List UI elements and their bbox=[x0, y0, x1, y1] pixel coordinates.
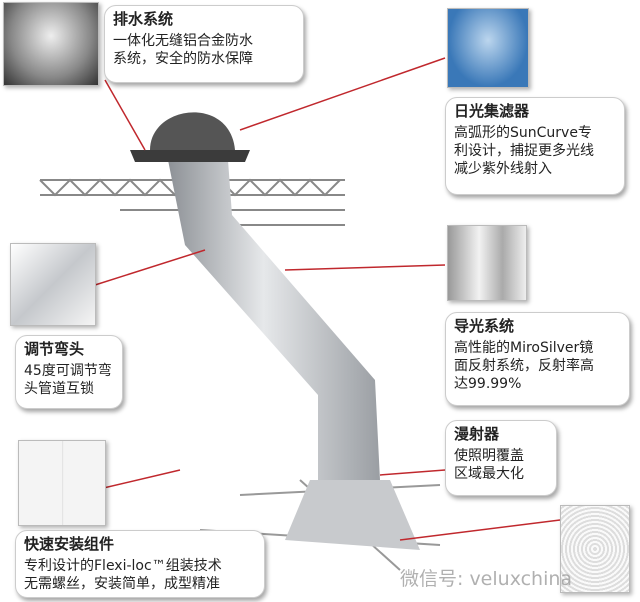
diffuser-thumbnail bbox=[560, 505, 630, 593]
leader-lines bbox=[94, 57, 561, 541]
callout-adjustable-elbow: 调节弯头 45度可调节弯 头管道互锁 bbox=[15, 335, 123, 409]
callout-desc: 高弧形的SunCurve专 利设计，捕捉更多光线 减少紫外线射入 bbox=[454, 124, 594, 177]
elbow-thumbnail bbox=[10, 243, 96, 326]
roof-flashing bbox=[130, 150, 250, 162]
sunlight-collector-thumbnail bbox=[447, 8, 529, 88]
callout-title: 日光集滤器 bbox=[454, 102, 530, 120]
watermark: 微信号: veluxchina bbox=[400, 568, 573, 590]
callout-title: 调节弯头 bbox=[24, 340, 85, 358]
callout-light-guide-system: 导光系统 高性能的MiroSilver镜 面反射系统，反射率高 达99.99% bbox=[445, 312, 630, 406]
callout-diffuser: 漫射器 使照明覆盖 区域最大化 bbox=[445, 420, 557, 496]
callout-drainage-system: 排水系统 一体化无缝铝合金防水 系统，安全的防水保障 bbox=[104, 5, 304, 83]
dome-cap bbox=[150, 112, 235, 150]
callout-quick-install-kit: 快速安装组件 专利设计的Flexi-loc™组装技术 无需螺丝，安装简单，成型精… bbox=[15, 530, 265, 598]
callout-title: 快速安装组件 bbox=[24, 535, 115, 553]
callout-title: 漫射器 bbox=[454, 425, 500, 443]
callout-desc: 使照明覆盖 区域最大化 bbox=[454, 447, 524, 482]
light-tube-thumbnail bbox=[447, 225, 527, 301]
callout-desc: 专利设计的Flexi-loc™组装技术 无需螺丝，安装简单，成型精准 bbox=[24, 557, 222, 592]
callout-desc: 高性能的MiroSilver镜 面反射系统，反射率高 达99.99% bbox=[454, 339, 594, 392]
install-kit-thumbnail bbox=[18, 440, 106, 526]
drainage-system-thumbnail bbox=[3, 2, 99, 86]
callout-desc: 一体化无缝铝合金防水 系统，安全的防水保障 bbox=[113, 32, 253, 67]
ceiling-diffuser-plate bbox=[285, 480, 420, 550]
callout-desc: 45度可调节弯 头管道互锁 bbox=[24, 362, 112, 397]
callout-title: 排水系统 bbox=[113, 10, 174, 28]
callout-title: 导光系统 bbox=[454, 317, 515, 335]
light-pipe bbox=[168, 160, 380, 480]
callout-sunlight-collector: 日光集滤器 高弧形的SunCurve专 利设计，捕捉更多光线 减少紫外线射入 bbox=[445, 97, 625, 195]
